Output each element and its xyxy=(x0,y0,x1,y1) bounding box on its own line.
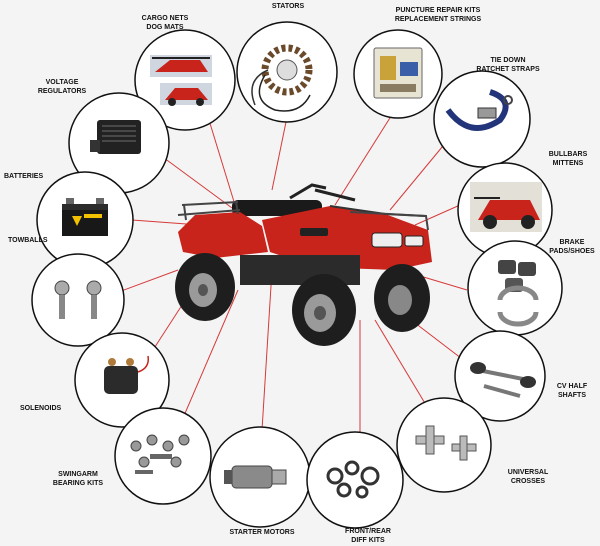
tie-down-label: TIE DOWN RATCHET STRAPS xyxy=(476,57,540,73)
u-joint-icon xyxy=(415,425,477,461)
atv-illustration xyxy=(175,183,432,346)
seal-kit-icon xyxy=(326,460,380,499)
stators-label: STATORS xyxy=(271,3,305,10)
stator-coil-icon xyxy=(251,44,313,112)
diff-kits-label: FRONT/REAR DIFF KITS xyxy=(345,528,391,544)
cargo-nets-icon xyxy=(150,55,212,106)
battery-icon xyxy=(62,198,108,236)
starter-motors-label: STARTER MOTORS xyxy=(229,529,295,536)
brake-pads-icon xyxy=(497,260,539,327)
cv-shaft-icon xyxy=(470,362,536,398)
towballs-label: TOWBALLS xyxy=(8,237,48,244)
ratchet-strap-icon xyxy=(445,89,513,131)
batteries-label: BATTERIES xyxy=(4,173,44,180)
voltage-regulators-label: VOLTAGE REGULATORS xyxy=(37,79,87,95)
towball-icon xyxy=(54,280,102,319)
solenoids-label: SOLENOIDS xyxy=(20,405,62,412)
regulator-block-icon xyxy=(90,120,141,154)
repair-kit-box-icon xyxy=(373,47,423,99)
bearing-kit-icon xyxy=(130,434,190,474)
solenoid-icon xyxy=(104,355,150,394)
bullbars-label: BULLBARS MITTENS xyxy=(548,151,588,167)
cargo-nets-label: CARGO NETS DOG MATS xyxy=(141,15,189,31)
puncture-kits-label: PUNCTURE REPAIR KITS REPLACEMENT STRINGS xyxy=(394,7,482,23)
swingarm-kits-label: SWINGARM BEARING KITS xyxy=(52,471,104,487)
brake-pads-label: BRAKE PADS/SHOES xyxy=(549,239,595,255)
atv-bullbar-photo xyxy=(470,182,542,232)
universal-crosses-label: UNIVERSAL CROSSES xyxy=(507,469,549,485)
cv-half-shafts-label: CV HALF SHAFTS xyxy=(556,383,588,399)
starter-motor-icon xyxy=(224,465,287,489)
